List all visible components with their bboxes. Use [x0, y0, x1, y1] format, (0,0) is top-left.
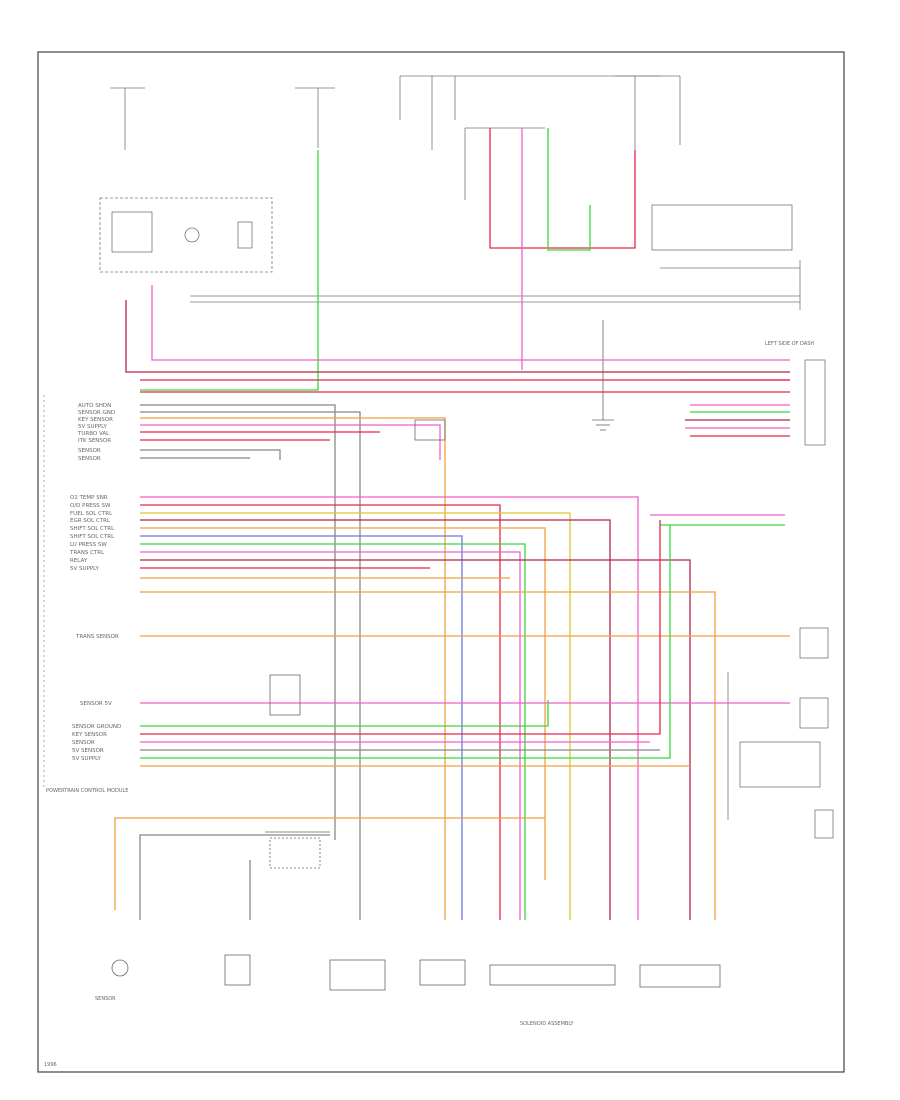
switch-location-label: LEFT SIDE OF DASH	[765, 341, 814, 347]
left-label: 5V SUPPLY	[78, 424, 107, 430]
top-fuse-block	[110, 75, 681, 200]
pcm-label: POWERTRAIN CONTROL MODULE	[46, 788, 128, 794]
left-label: SENSOR 5V	[80, 701, 112, 707]
left-label: 5V SUPPLY	[70, 566, 99, 572]
left-label: TRANS CTRL	[69, 550, 105, 556]
left-label: SENSOR GROUND	[72, 724, 121, 730]
left-label: SHIFT SOL CTRL	[70, 526, 115, 532]
date-code: 1996	[44, 1062, 57, 1068]
left-label: 5V SUPPLY	[72, 756, 101, 762]
wires	[114, 128, 790, 920]
diagram-border	[37, 51, 845, 1073]
left-label: RELAY	[70, 558, 88, 564]
right-top-box	[190, 204, 801, 310]
left-label: FUEL SOL CTRL	[70, 511, 113, 517]
left-label: KEY SENSOR	[72, 732, 107, 738]
left-label: AUTO SHDN	[78, 403, 111, 409]
left-label: ITK SENSOR	[78, 438, 111, 444]
left-label: SENSOR	[72, 740, 95, 746]
left-label: LU PRESS SW	[70, 542, 107, 548]
relay-box	[99, 197, 273, 273]
left-label: SENSOR GND	[78, 410, 115, 416]
left-label: SHIFT SOL CTRL	[70, 534, 115, 540]
left-label: O/D PRESS SW	[70, 503, 111, 509]
left-label: SENSOR	[78, 456, 101, 462]
components	[111, 419, 721, 991]
solenoid-assembly-label: SOLENOID ASSEMBLY	[520, 1021, 574, 1027]
left-label: O2 TEMP SNR	[70, 495, 108, 501]
left-label: TURBO VAL	[77, 431, 110, 437]
ground-symbol	[592, 320, 614, 431]
sensor-label: SENSOR	[95, 996, 116, 1002]
left-labels: AUTO SHDN SENSOR GND KEY SENSOR 5V SUPPL…	[69, 403, 121, 762]
left-label: 5V SENSOR	[72, 748, 104, 754]
left-label: TRANS SENSOR	[75, 634, 119, 640]
left-label: EGR SOL CTRL	[70, 518, 111, 524]
left-label: SENSOR	[78, 448, 101, 454]
right-switch-block	[727, 359, 834, 839]
left-label: KEY SENSOR	[78, 417, 113, 423]
